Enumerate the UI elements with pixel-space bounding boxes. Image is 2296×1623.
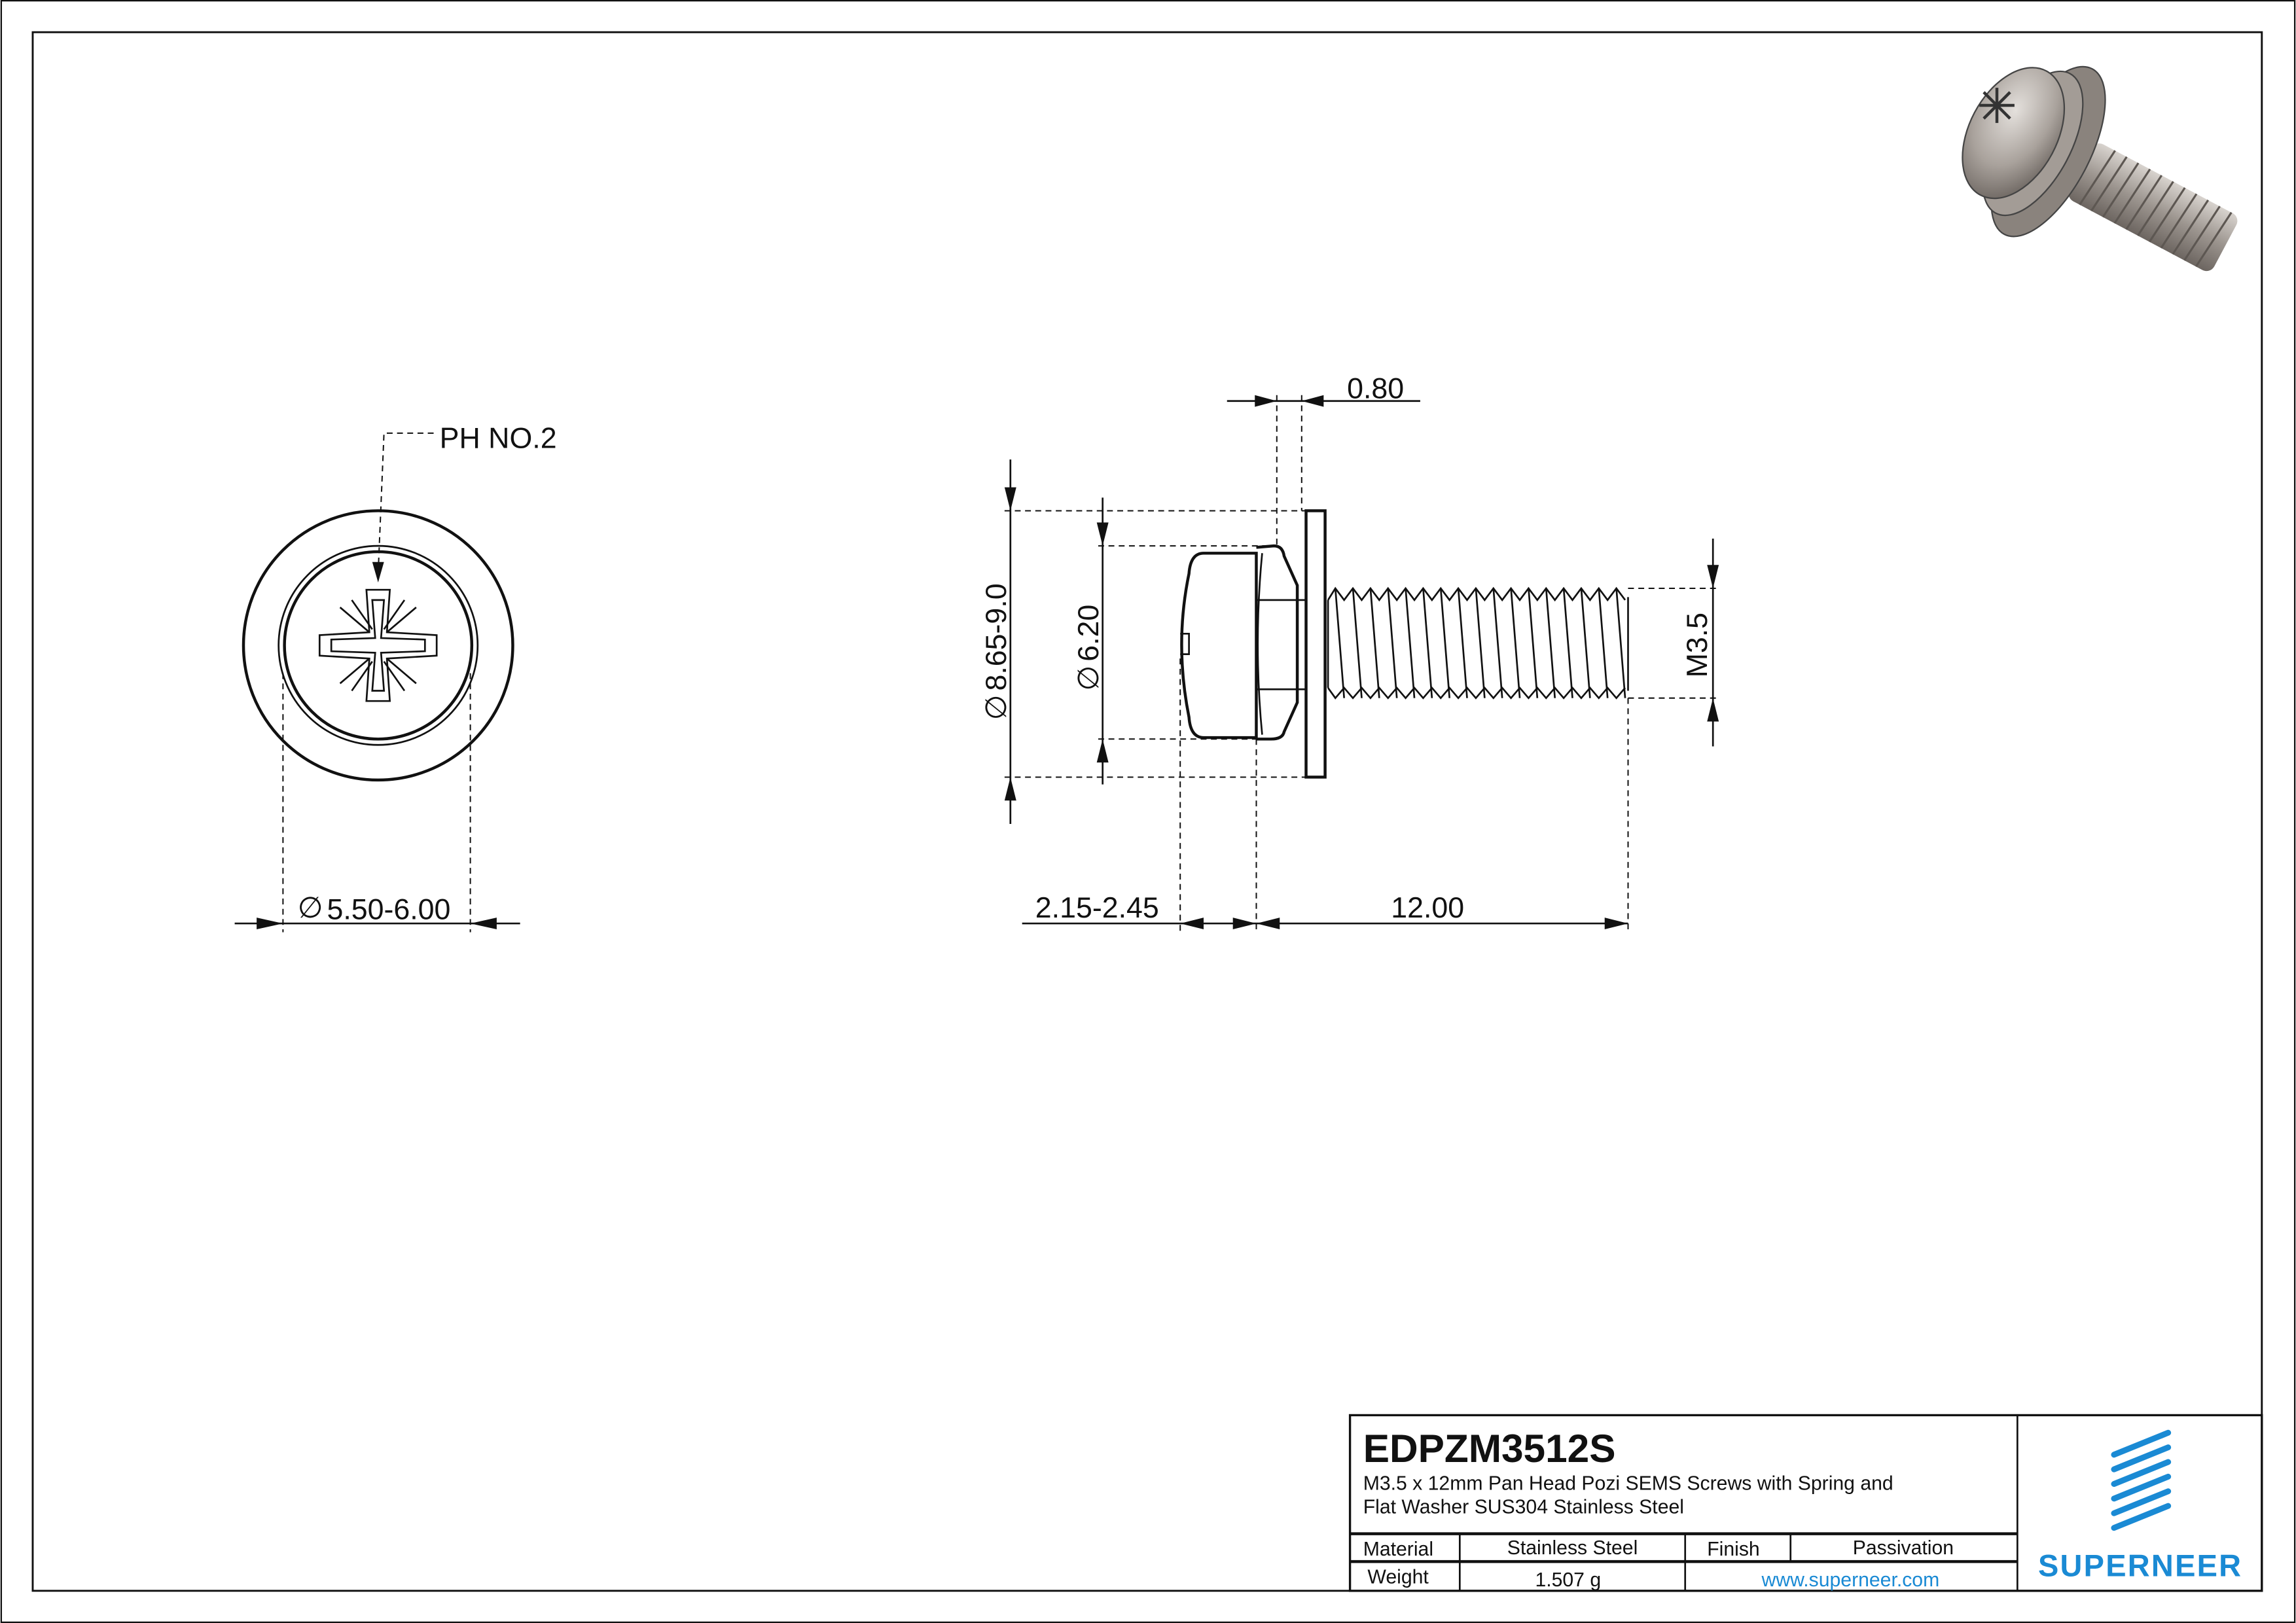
material-value: Stainless Steel (1507, 1537, 1638, 1559)
length-dim: 12.00 (1391, 892, 1464, 924)
front-view: PH NO.2 ∅ 5.50-6.00 (234, 422, 557, 933)
side-view: 0.80 ∅ 8.65-9.0 ∅ 6.20 M3.5 (980, 372, 1721, 933)
drive-label: PH NO.2 (440, 422, 557, 454)
pozi-recess (318, 588, 438, 702)
head-diameter-dim: 6.20 (1073, 605, 1105, 662)
head-diameter-symbol: ∅ (1073, 666, 1105, 691)
weight-value: 1.507 g (1535, 1569, 1601, 1591)
title-block: EDPZM3512S M3.5 x 12mm Pan Head Pozi SEM… (1348, 1414, 2263, 1592)
material-label: Material (1363, 1539, 1433, 1560)
description-line2: Flat Washer SUS304 Stainless Steel (1363, 1496, 1684, 1518)
thread (1327, 586, 1629, 700)
website-link[interactable]: www.superneer.com (1761, 1569, 1940, 1591)
thread-dim: M3.5 (1681, 613, 1713, 677)
diameter-symbol: ∅ (298, 892, 323, 924)
head-height-dim: 2.15-2.45 (1035, 892, 1159, 924)
drawing-frame (31, 31, 2263, 1592)
superneer-logo (2111, 1429, 2172, 1531)
description-line1: M3.5 x 12mm Pan Head Pozi SEMS Screws wi… (1363, 1473, 1893, 1495)
part-number: EDPZM3512S (1363, 1426, 1616, 1471)
brand-name: SUPERNEER (2038, 1548, 2242, 1582)
finish-value: Passivation (1853, 1537, 1954, 1559)
washer-thickness-dim: 0.80 (1347, 372, 1404, 404)
washer-diameter-dim: 8.65-9.0 (980, 583, 1013, 690)
weight-label: Weight (1367, 1567, 1429, 1588)
screw-3d-render (1962, 65, 2238, 272)
washer-diameter-symbol: ∅ (980, 694, 1013, 720)
front-diameter-dim: 5.50-6.00 (327, 893, 450, 925)
finish-label: Finish (1707, 1539, 1759, 1560)
